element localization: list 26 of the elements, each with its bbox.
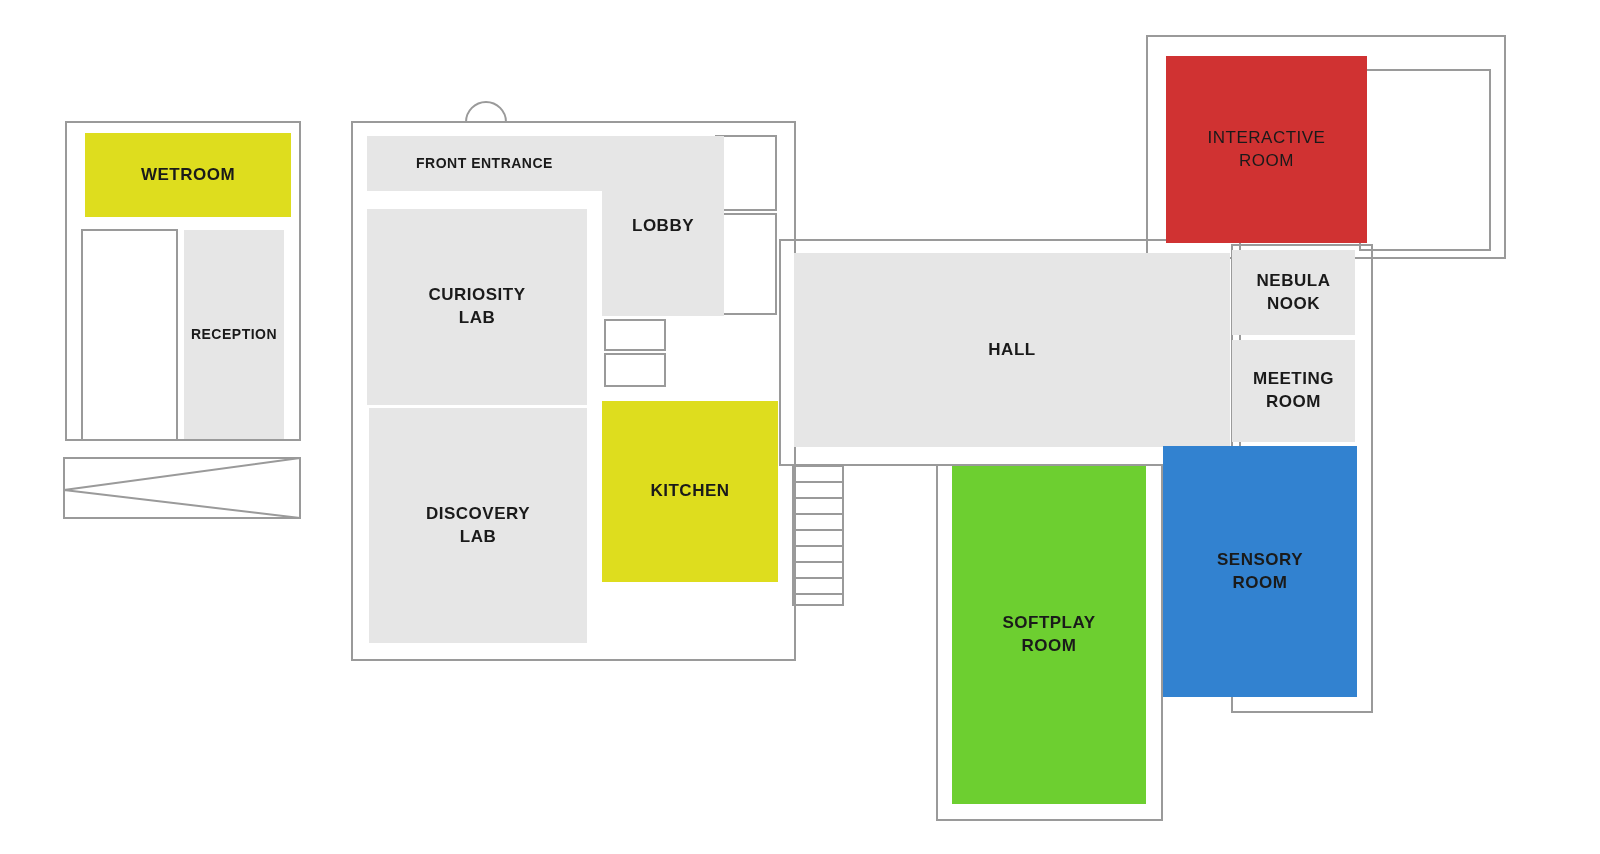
room-area bbox=[1163, 446, 1357, 697]
room-area bbox=[602, 401, 778, 582]
room-area bbox=[1166, 56, 1367, 243]
room-area bbox=[952, 466, 1146, 804]
room-area bbox=[367, 209, 587, 405]
room-label: SENSORY ROOM bbox=[1216, 548, 1304, 594]
room-area bbox=[85, 133, 291, 217]
room-label: DISCOVERY LAB bbox=[425, 502, 531, 548]
room-label: KITCHEN bbox=[650, 480, 730, 503]
room-label: WETROOM bbox=[140, 163, 236, 186]
room-label: NEBULA NOOK bbox=[1255, 269, 1332, 315]
room-label: RECEPTION bbox=[190, 325, 278, 344]
room-area bbox=[367, 136, 602, 191]
room-label: HALL bbox=[988, 338, 1036, 361]
room-area bbox=[602, 136, 724, 316]
room-label: SOFTPLAY ROOM bbox=[1001, 612, 1097, 657]
room-label: INTERACTIVE ROOM bbox=[1206, 126, 1327, 172]
room-label: MEETING ROOM bbox=[1252, 368, 1335, 413]
room-label: CURIOSITY LAB bbox=[427, 284, 527, 329]
room-label: FRONT ENTRANCE bbox=[416, 154, 553, 173]
room-label: LOBBY bbox=[632, 214, 694, 237]
room-area bbox=[369, 408, 587, 643]
room-area bbox=[1232, 340, 1355, 442]
room-area bbox=[794, 253, 1230, 447]
room-area bbox=[1232, 250, 1355, 335]
room-area bbox=[184, 230, 284, 439]
